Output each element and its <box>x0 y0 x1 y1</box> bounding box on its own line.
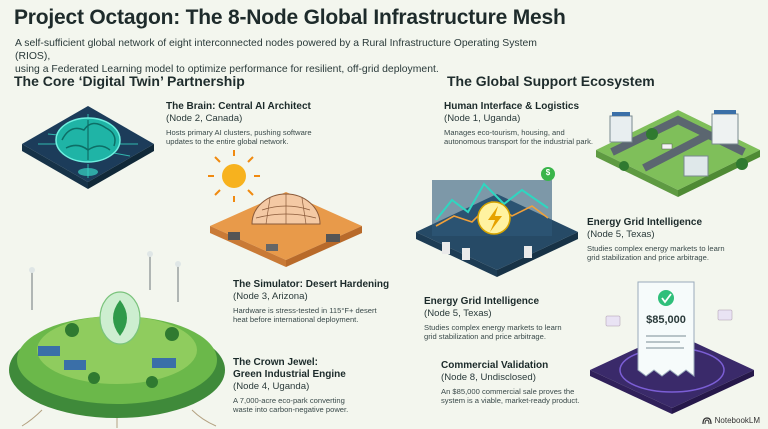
node-description: Studies complex energy markets to learn … <box>587 244 725 263</box>
eco-park-illustration <box>2 250 232 428</box>
node-location: (Node 5, Texas) <box>424 308 492 319</box>
node-title: Energy Grid Intelligence <box>587 217 703 228</box>
node-title: Energy Grid Intelligence <box>424 296 540 307</box>
subtitle-line-1: A self-sufficient global network of eigh… <box>15 38 537 62</box>
receipt-amount: $85,000 <box>646 314 686 326</box>
node-description: Hardware is stress-tested in 115°F+ dese… <box>233 306 377 325</box>
node-location: (Node 5, Texas) <box>587 229 655 240</box>
node-location: (Node 1, Uganda) <box>444 113 521 124</box>
node-location: (Node 8, Undisclosed) <box>441 372 536 383</box>
node-description: A 7,000-acre eco-park converting waste i… <box>233 396 349 415</box>
node-description: Manages eco-tourism, housing, and autono… <box>444 128 594 147</box>
node-title-line-1: The Crown Jewel: <box>233 357 319 368</box>
node-card-brain: The Brain: Central AI Architect (Node 2,… <box>166 101 312 147</box>
brand-name: NotebookLM <box>714 416 760 425</box>
node-card-human: Human Interface & Logistics (Node 1, Uga… <box>444 101 593 147</box>
node-description: Hosts primary AI clusters, pushing softw… <box>166 128 312 147</box>
node-card-commercial: Commercial Validation (Node 8, Undisclos… <box>441 360 579 406</box>
smart-city-illustration <box>592 90 764 210</box>
node-title: Commercial Validation <box>441 360 549 371</box>
notebook-logo-icon <box>702 416 712 425</box>
section-title-right: The Global Support Ecosystem <box>447 73 655 89</box>
node-card-energy-right: Energy Grid Intelligence (Node 5, Texas)… <box>587 217 725 263</box>
node-description: Studies complex energy markets to learn … <box>424 323 562 342</box>
node-location: (Node 3, Arizona) <box>233 291 308 302</box>
node-location: (Node 4, Uganda) <box>233 381 310 392</box>
node-card-crown: The Crown Jewel: Green Industrial Engine… <box>233 357 348 415</box>
node-title: The Simulator: Desert Hardening <box>233 279 390 290</box>
coin-symbol: $ <box>545 168 551 177</box>
page-title: Project Octagon: The 8-Node Global Infra… <box>14 6 566 29</box>
node-title-line-2: Green Industrial Engine <box>233 369 346 380</box>
node-card-simulator: The Simulator: Desert Hardening (Node 3,… <box>233 279 389 325</box>
energy-grid-illustration: $ <box>412 160 582 290</box>
brand-watermark: NotebookLM <box>702 416 760 425</box>
node-card-energy-center: Energy Grid Intelligence (Node 5, Texas)… <box>424 296 562 342</box>
desert-dome-illustration <box>206 150 366 270</box>
node-title: Human Interface & Logistics <box>444 101 580 112</box>
section-title-left: The Core ‘Digital Twin’ Partnership <box>14 73 245 89</box>
subtitle-line-2: using a Federated Learning model to opti… <box>15 64 439 75</box>
node-location: (Node 2, Canada) <box>166 113 243 124</box>
brain-chip-illustration <box>18 94 158 194</box>
node-description: An $85,000 commercial sale proves the sy… <box>441 387 580 406</box>
receipt-illustration: $85,000 <box>582 276 758 416</box>
node-title: The Brain: Central AI Architect <box>166 101 311 112</box>
page-subtitle: A self-sufficient global network of eigh… <box>15 37 575 76</box>
